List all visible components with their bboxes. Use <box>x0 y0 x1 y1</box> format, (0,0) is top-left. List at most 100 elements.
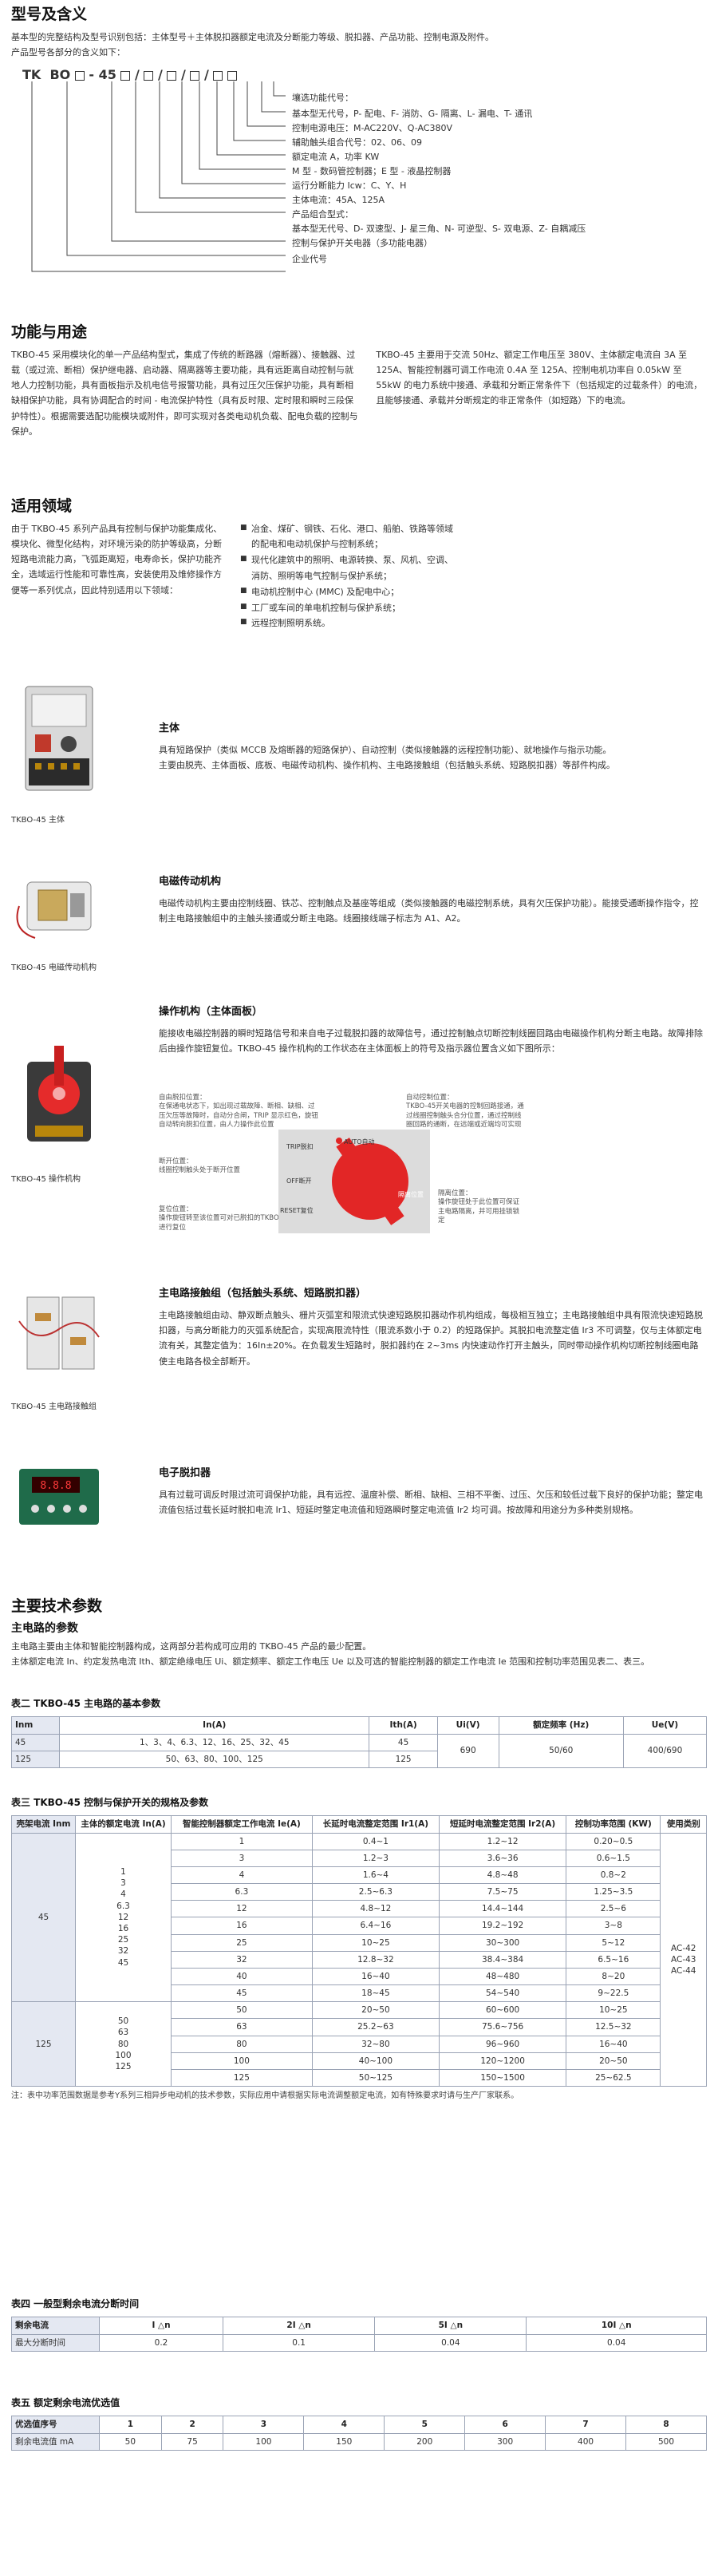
in-value: 45 <box>117 1957 129 1968</box>
table-cell: 4 <box>171 1866 313 1885</box>
table-header-cell: 使用类别 <box>660 1815 707 1834</box>
table-cell: 5~12 <box>566 1933 661 1952</box>
knob-label-auto: AUTO自动 <box>344 1138 375 1146</box>
legend-item: 基本型无代号、D- 双速型、J- 星三角、N- 可逆型、S- 双电源、Z- 自耦… <box>292 224 586 234</box>
table-cell: 1.2~3 <box>311 1849 440 1867</box>
code-box <box>213 70 223 81</box>
table-header-cell: 额定频率 (Hz) <box>498 1716 624 1735</box>
table-cell: 16 <box>171 1917 313 1935</box>
table-header-cell: 5 <box>384 2416 466 2434</box>
table-cell: 1 3 4 6.3 12 16 25 32 45 <box>75 1832 172 2003</box>
table-cell: 100 <box>171 2052 313 2070</box>
main-body-caption: TKBO-45 主体 <box>11 815 65 825</box>
knob-label-isolate: 隔离位置 <box>398 1191 424 1198</box>
table-cell: 0.2 <box>98 2333 224 2352</box>
in-value: 1 <box>120 1867 126 1878</box>
params-text-2: 主体额定电流 In、约定发热电流 Ith、额定绝缘电压 Ui、额定频率、额定工作… <box>11 1656 650 1668</box>
features-title: 功能与用途 <box>11 323 88 341</box>
operating-title: 操作机构（主体面板） <box>159 1006 263 1018</box>
table-cell: 0.20~0.5 <box>566 1832 661 1850</box>
table-cell: 14.4~144 <box>438 1900 567 1918</box>
application-title: 适用领域 <box>11 497 73 515</box>
table-header-cell: 5I △n <box>374 2317 527 2335</box>
in-value: 32 <box>117 1946 129 1957</box>
table-cell: 10~25 <box>311 1933 440 1952</box>
in-value: 3 <box>120 1878 126 1889</box>
table-cell: 6.4~16 <box>311 1917 440 1935</box>
table-cell: 75.6~756 <box>438 2018 567 2036</box>
svg-text:8.8.8: 8.8.8 <box>40 1480 71 1492</box>
table-header-cell: 智能控制器额定工作电流 Ie(A) <box>171 1815 313 1834</box>
legend-item: 辅助触头组合代号：02、06、09 <box>292 137 422 148</box>
table-header-cell: 6 <box>464 2416 546 2434</box>
electromagnetic-image <box>16 881 92 939</box>
table-cell: 50 <box>99 2432 162 2451</box>
table-row: 优选值序号 1 2 3 4 5 6 7 8 <box>11 2416 707 2434</box>
table-cell: 150~1500 <box>438 2068 567 2087</box>
code-box <box>144 70 154 81</box>
table3-section: 表三 TKBO-45 控制与保护开关的规格及参数 壳架电流 Inm 主体的额定电… <box>11 1794 707 2103</box>
table-cell: 25 <box>171 1933 313 1952</box>
table-cell: 125 <box>369 1750 438 1768</box>
code-tk: TK <box>22 67 41 82</box>
model-code: TK BO - 45 / / / / <box>22 64 238 85</box>
contact-group-text: 主电路接触组由动、静双断点触头、栅片灭弧室和限流式快速短路脱扣器动作机构组成，每… <box>159 1309 703 1367</box>
application-item: 冶金、煤矿、钢铁、石化、港口、船舶、铁路等领域的配电和电动机保护与控制系统； <box>240 521 458 553</box>
in-value: 25 <box>117 1935 129 1945</box>
table-cell: 18~45 <box>311 1984 440 2003</box>
electronic-trip-title: 电子脱扣器 <box>159 1467 211 1479</box>
contact-group-caption: TKBO-45 主电路接触组 <box>11 1402 97 1411</box>
table-row: 剩余电流值 mA 50 75 100 150 200 300 400 500 <box>11 2432 707 2451</box>
features-col-2: TKBO-45 主要用于交流 50Hz、额定工作电压至 380V、主体额定电流自… <box>376 349 703 406</box>
legend-item: 主体电流：45A、125A <box>292 195 385 205</box>
table-cell: 3 <box>171 1849 313 1867</box>
table-cell: 48~480 <box>438 1967 567 1986</box>
electronic-trip-text: 具有过载可调反时限过流可调保护功能，具有远控、温度补偿、断相、缺相、三相不平衡、… <box>159 1489 703 1516</box>
table-cell: 50~125 <box>311 2068 440 2087</box>
code-box <box>227 70 238 81</box>
diagram-note-reset: 复位位置： 操作旋钮转至该位置可对已脱扣的TKBO-45开关电器进行复位 <box>159 1205 318 1232</box>
table-header-cell: 4 <box>303 2416 385 2434</box>
table-cell: 80 <box>171 2035 313 2053</box>
table-cell: 2.5~6.3 <box>311 1883 440 1901</box>
table-cell: 50/60 <box>498 1733 624 1768</box>
table-cell: 1、3、4、6.3、12、16、25、32、45 <box>58 1733 370 1751</box>
model-desc-1: 基本型的完整结构及型号识别包括：主体型号＋主体脱扣器额定电流及分断能力等级、脱扣… <box>11 31 494 42</box>
code-leader-lines <box>31 81 286 272</box>
table-cell: 1.25~3.5 <box>566 1883 661 1901</box>
table-cell: 12.5~32 <box>566 2018 661 2036</box>
in-value: 125 <box>115 2061 132 2071</box>
table-cell: 120~1200 <box>438 2052 567 2070</box>
table-cell: 500 <box>625 2432 707 2451</box>
table-cell: 300 <box>464 2432 546 2451</box>
params-section: 主要技术参数 主电路的参数 主电路主要由主体和智能控制器构成，这两部分若构成可应… <box>11 1597 707 1669</box>
application-item: 电动机控制中心 (MMC) 及配电中心； <box>240 584 458 600</box>
table2: Inm In(A) Ith(A) Ui(V) 额定频率 (Hz) Ue(V) 4… <box>11 1716 708 1768</box>
table-cell: 20~50 <box>566 2052 661 2070</box>
table3: 壳架电流 Inm 主体的额定电流 In(A) 智能控制器额定工作电流 Ie(A)… <box>11 1815 707 2087</box>
table-cell: 96~960 <box>438 2035 567 2053</box>
code-box <box>120 70 131 81</box>
table-header-cell: 短延时电流整定范围 Ir2(A) <box>438 1815 567 1834</box>
electronic-trip-image: 8.8.8 <box>19 1469 99 1525</box>
table-cell: 0.04 <box>374 2333 527 2352</box>
table-header-row: 壳架电流 Inm 主体的额定电流 In(A) 智能控制器额定工作电流 Ie(A)… <box>11 1815 707 1834</box>
operating-image <box>27 1046 91 1142</box>
in-value: 16 <box>117 1924 129 1933</box>
table-cell: 63 <box>171 2018 313 2036</box>
electromagnetic-caption: TKBO-45 电磁传动机构 <box>11 963 97 972</box>
table-cell: 32 <box>171 1950 313 1969</box>
table-cell: 12.8~32 <box>311 1950 440 1969</box>
application-list: 冶金、煤矿、钢铁、石化、港口、船舶、铁路等领域的配电和电动机保护与控制系统； 现… <box>240 521 458 632</box>
legend-item: M 型 - 数码管控制器；E 型 - 液晶控制器 <box>292 166 452 176</box>
table-cell: 20~50 <box>311 2001 440 2020</box>
table-cell: 3~8 <box>566 1917 661 1935</box>
table-cell: AC-42 AC-43 AC-44 <box>660 1832 707 2087</box>
model-desc-2: 产品型号各部分的含义如下： <box>11 46 125 57</box>
params-title: 主要技术参数 <box>11 1597 103 1615</box>
table-cell: 125 <box>11 1750 60 1768</box>
